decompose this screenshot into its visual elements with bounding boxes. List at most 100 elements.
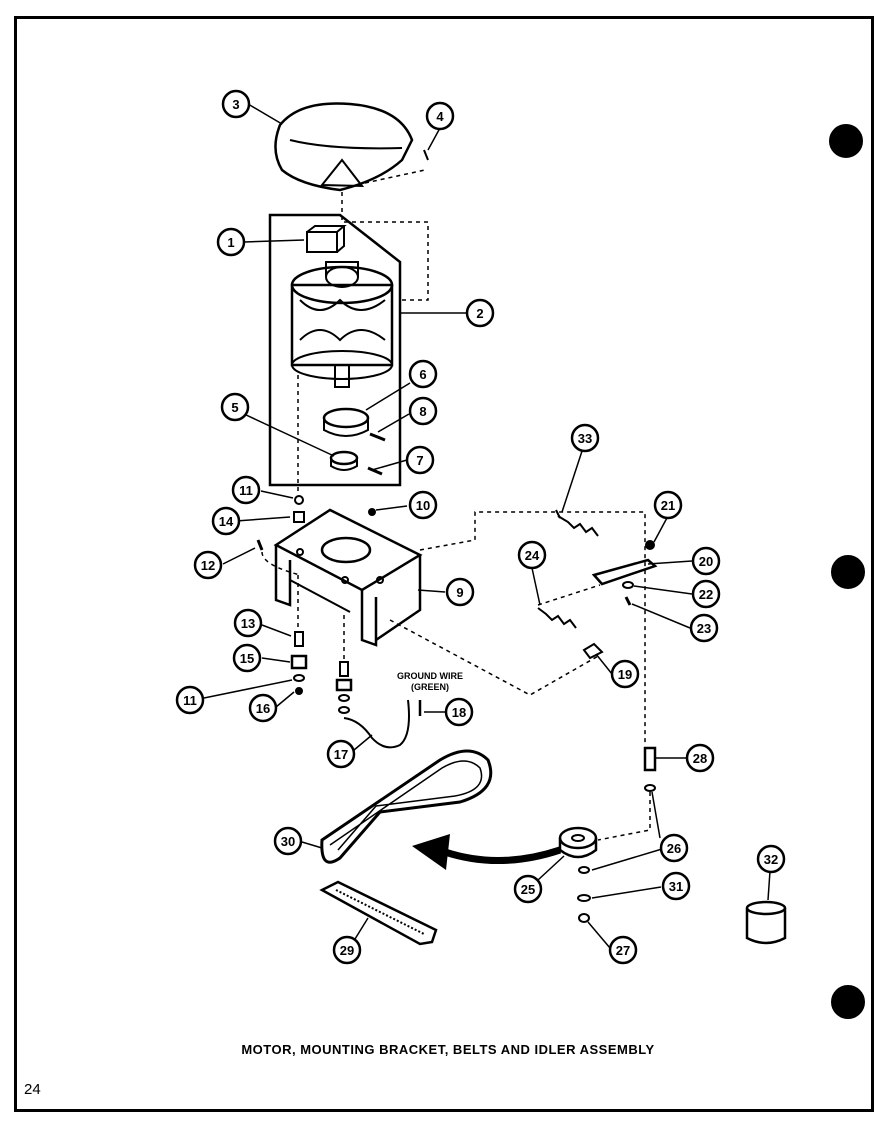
sheet-border [14, 16, 874, 1112]
svg-text:23: 23 [697, 621, 711, 636]
clip-part-10 [368, 508, 376, 516]
svg-text:5: 5 [231, 400, 238, 415]
page-number: 24 [24, 1081, 41, 1098]
callout-25: 25 [513, 874, 543, 904]
svg-text:9: 9 [456, 585, 463, 600]
callout-23: 23 [689, 613, 719, 643]
idler-shaft-part [643, 746, 657, 772]
bolt-part-12 [256, 539, 264, 551]
svg-text:10: 10 [416, 498, 430, 513]
svg-text:6: 6 [419, 367, 426, 382]
callout-33: 33 [570, 423, 600, 453]
washer-part-26 [644, 784, 656, 792]
callout-24: 24 [517, 540, 547, 570]
svg-text:2: 2 [476, 306, 483, 321]
callout-5: 5 [220, 392, 250, 422]
callout-9: 9 [445, 577, 475, 607]
callout-32: 32 [756, 844, 786, 874]
nut-part-16 [295, 687, 303, 695]
svg-text:32: 32 [764, 852, 778, 867]
ground-wire-part [343, 699, 410, 749]
callout-15: 15 [232, 643, 262, 673]
washer-part-22 [622, 581, 634, 589]
cover-screw-part [423, 149, 429, 161]
capacitor-part [745, 900, 787, 945]
punch-hole-bottom [831, 985, 865, 1019]
svg-text:13: 13 [241, 616, 255, 631]
pump-belt-part [319, 880, 438, 946]
svg-text:4: 4 [436, 109, 444, 124]
svg-text:27: 27 [616, 943, 630, 958]
svg-text:11: 11 [183, 693, 197, 708]
svg-text:26: 26 [667, 841, 681, 856]
small-pulley-part [329, 450, 359, 471]
motor-group-outline [268, 213, 402, 487]
svg-text:14: 14 [219, 514, 234, 529]
callout-22: 22 [691, 579, 721, 609]
svg-text:29: 29 [340, 943, 354, 958]
clip-part-19 [582, 642, 604, 660]
svg-text:20: 20 [699, 554, 713, 569]
ground-wire-label-line2: (GREEN) [411, 682, 449, 692]
callout-6: 6 [408, 359, 438, 389]
svg-text:22: 22 [699, 587, 713, 602]
mounting-bracket-part [273, 508, 423, 647]
svg-text:15: 15 [240, 651, 254, 666]
callout-10: 10 [408, 490, 438, 520]
callout-27: 27 [608, 935, 638, 965]
motor-pulley-part [322, 407, 370, 437]
washer-part-11b [293, 674, 305, 682]
idler-pulley-part [558, 826, 598, 859]
callout-11b: 11 [175, 685, 205, 715]
callout-19: 19 [610, 659, 640, 689]
drive-belt-part [320, 749, 493, 864]
key-part-8 [369, 432, 386, 442]
callout-1: 1 [216, 227, 246, 257]
grommet-part-14 [293, 511, 305, 523]
svg-text:11: 11 [239, 483, 253, 498]
callout-31: 31 [661, 871, 691, 901]
washer-part-26b [578, 866, 590, 874]
motor-cover-part [274, 102, 414, 192]
svg-text:31: 31 [669, 879, 683, 894]
callout-28: 28 [685, 743, 715, 773]
callout-29: 29 [332, 935, 362, 965]
spring-part-24 [537, 607, 577, 629]
callout-12: 12 [193, 550, 223, 580]
grommet-part-15 [290, 654, 308, 670]
callout-14: 14 [211, 506, 241, 536]
idler-arm-part [591, 558, 658, 586]
callout-2: 2 [465, 298, 495, 328]
svg-text:3: 3 [232, 97, 239, 112]
svg-text:30: 30 [281, 834, 295, 849]
svg-text:17: 17 [334, 747, 348, 762]
svg-text:12: 12 [201, 558, 215, 573]
callout-18: 18 [444, 697, 474, 727]
key-part-7 [367, 466, 383, 476]
svg-text:21: 21 [661, 498, 675, 513]
callout-7: 7 [405, 445, 435, 475]
svg-text:1: 1 [227, 235, 234, 250]
callout-17: 17 [326, 739, 356, 769]
svg-text:25: 25 [521, 882, 535, 897]
ground-wire-label-line1: GROUND WIRE [397, 671, 463, 681]
svg-text:7: 7 [416, 453, 423, 468]
svg-text:18: 18 [452, 705, 466, 720]
svg-text:33: 33 [578, 431, 592, 446]
nut-part-27 [578, 913, 590, 923]
svg-text:19: 19 [618, 667, 632, 682]
bolt-part-23 [624, 596, 632, 606]
callout-11: 11 [231, 475, 261, 505]
motor-switch-part [306, 225, 347, 253]
callout-8: 8 [408, 396, 438, 426]
svg-text:8: 8 [419, 404, 426, 419]
spacer-part-13 [294, 631, 304, 647]
callout-30: 30 [273, 826, 303, 856]
washer-part-31 [577, 894, 591, 902]
svg-text:28: 28 [693, 751, 707, 766]
callout-3: 3 [221, 89, 251, 119]
motor-part [290, 261, 394, 388]
svg-text:16: 16 [256, 701, 270, 716]
callout-16: 16 [248, 693, 278, 723]
